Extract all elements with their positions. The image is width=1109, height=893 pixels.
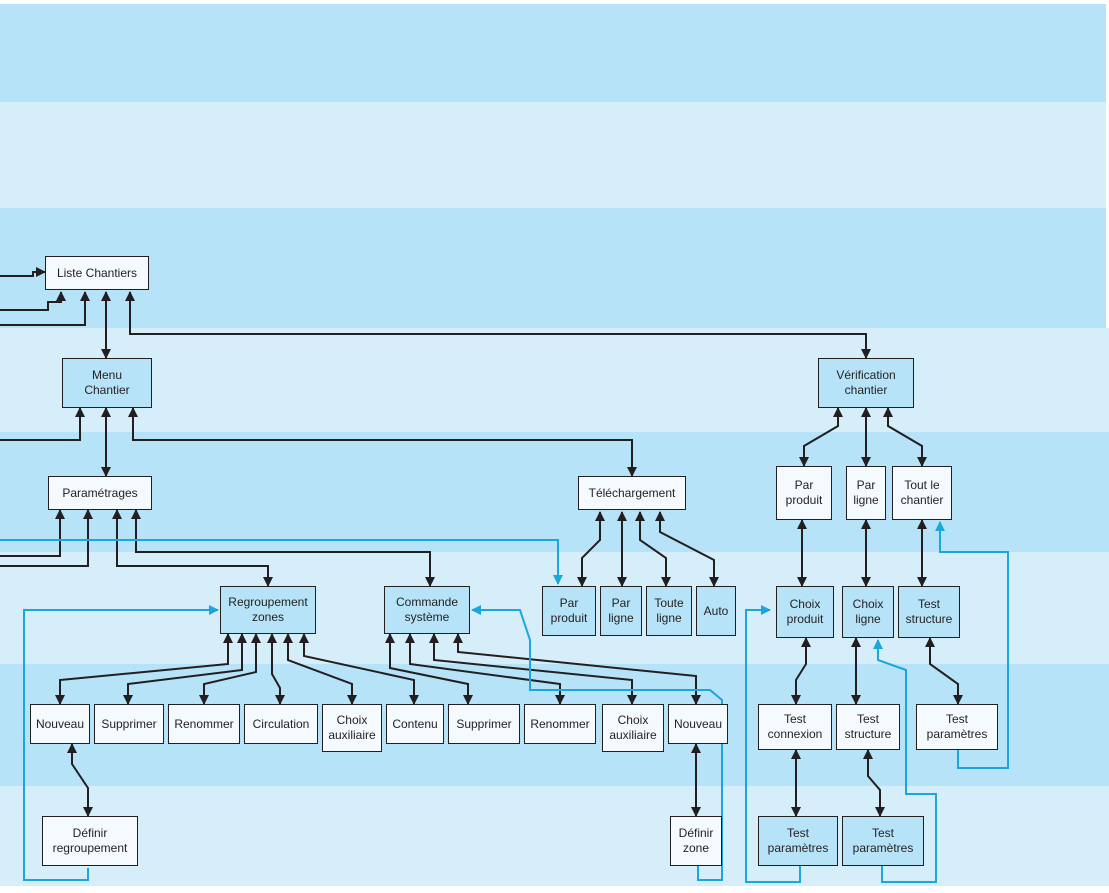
node-dl-toute-ligne[interactable]: Toute ligne [646,586,692,636]
link-blue-paramsright-tout [935,521,1009,769]
link-blue-defzone-commande [471,605,723,881]
link-menu-telech [128,407,637,477]
node-test-connexion[interactable]: Test connexion [758,704,832,750]
node-commande-systeme[interactable]: Commande système [384,586,470,634]
node-liste-chantiers[interactable]: Liste Chantiers [45,256,149,290]
node-rz-renommer[interactable]: Renommer [168,704,240,744]
node-rz-nouveau[interactable]: Nouveau [30,704,90,744]
link-rz-renommer [199,633,261,705]
node-rz-supprimer[interactable]: Supprimer [94,704,164,744]
node-menu-chantier[interactable]: Menu Chantier [62,358,152,408]
node-vc-par-produit[interactable]: Par produit [776,466,832,520]
node-dl-par-produit[interactable]: Par produit [542,586,596,636]
node-dl-auto[interactable]: Auto [696,586,736,636]
node-test-parametres-2[interactable]: Test paramètres [842,816,924,866]
link-liste-verif [125,291,871,359]
link-cs-renommer [405,633,565,705]
link-left-param-2 [0,509,93,567]
band-1 [0,4,1106,102]
node-cs-choix-auxiliaire[interactable]: Choix auxiliaire [602,704,664,752]
link-choixprod-connexion [791,637,811,705]
node-cs-supprimer[interactable]: Supprimer [448,704,520,744]
link-left-menu [0,407,85,441]
node-rz-contenu[interactable]: Contenu [386,704,444,744]
node-rz-circulation[interactable]: Circulation [244,704,318,744]
link-left-liste-3 [0,291,90,326]
node-cs-nouveau[interactable]: Nouveau [668,704,728,744]
link-left-param [0,509,65,557]
link-cs-choixaux [429,633,637,705]
link-verif-parprod [799,407,843,467]
band-8 [0,786,1109,886]
link-teststruct-params [925,637,963,705]
band-2 [0,102,1106,208]
link-cs-nouveau [453,633,701,705]
node-cs-renommer[interactable]: Renommer [524,704,596,744]
link-left-liste [0,267,46,277]
node-verification-chantier[interactable]: Vérification chantier [818,358,914,408]
link-blue-params1-choixprod [745,605,801,883]
node-test-parametres-right[interactable]: Test paramètres [916,704,998,750]
link-struct-params2 [863,749,885,817]
link-left-liste-2 [0,291,66,311]
node-vc-tout-chantier[interactable]: Tout le chantier [892,466,952,520]
node-test-structure-top[interactable]: Test structure [898,586,960,638]
node-vc-par-ligne[interactable]: Par ligne [846,466,886,520]
node-test-structure[interactable]: Test structure [836,704,900,750]
node-telechargement[interactable]: Téléchargement [578,476,686,510]
node-definir-zone[interactable]: Définir zone [670,816,722,866]
link-param-commande [131,509,435,587]
link-telech-dltoute [635,511,671,587]
node-choix-ligne[interactable]: Choix ligne [842,586,894,638]
node-regroupement-zones[interactable]: Regroupement zones [220,586,316,634]
node-definir-regroupement[interactable]: Définir regroupement [42,816,138,866]
node-test-parametres-1[interactable]: Test paramètres [758,816,838,866]
link-telech-dlprod [577,511,605,587]
link-verif-tout [883,407,927,467]
link-rz-choixaux [283,633,357,705]
node-parametrages[interactable]: Paramétrages [48,476,152,510]
node-rz-choix-auxiliaire[interactable]: Choix auxiliaire [322,704,382,752]
link-rz-circulation [267,633,285,705]
link-rz-nouveau [55,633,233,705]
node-choix-produit[interactable]: Choix produit [776,586,834,638]
link-telech-dlauto [655,511,719,587]
node-dl-par-ligne[interactable]: Par ligne [600,586,642,636]
link-blue-left-dlprod [0,539,563,585]
link-blue-defreg-regroup [23,605,219,881]
link-param-regroup [112,509,273,587]
link-blue-params2-choixligne [873,639,937,883]
link-cs-supprimer [385,633,473,705]
link-nouveau-definir-reg [67,743,93,817]
